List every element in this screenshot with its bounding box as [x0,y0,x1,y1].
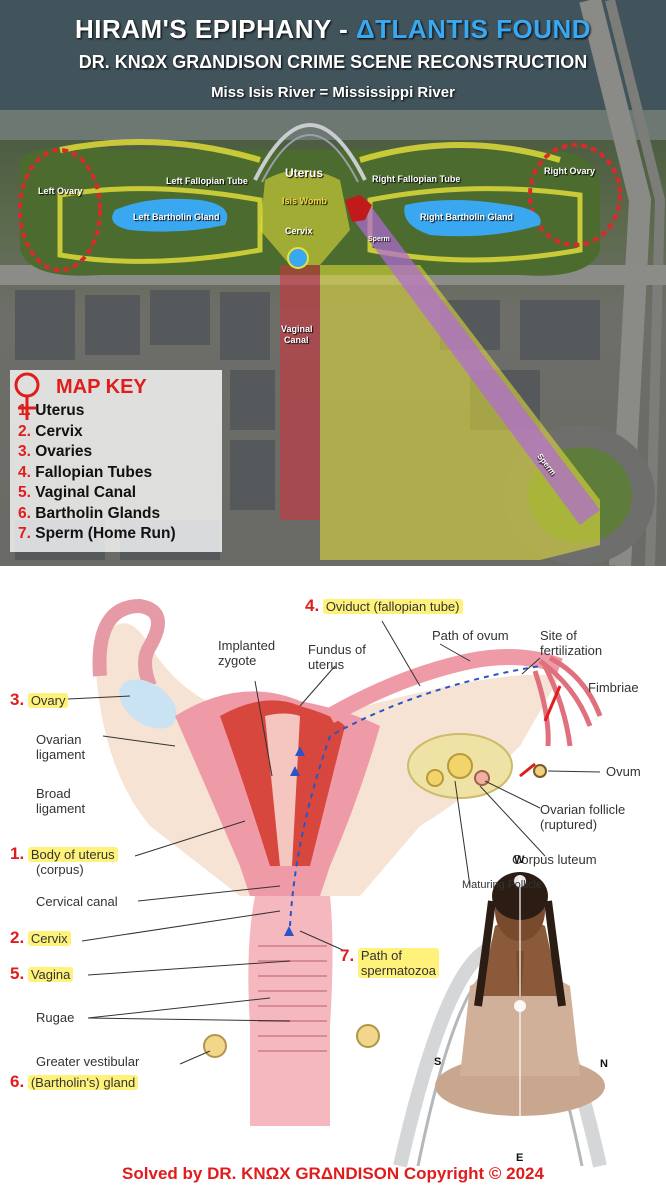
aerial-map: HIRAM'S EPIPHANY - ΔTLANTIS FOUND DR. KN… [0,0,666,566]
map-key-item: 1. Uterus [18,402,85,419]
map-key-item: 7. Sperm (Home Run) [18,525,176,542]
map-key-item: 4. Fallopian Tubes [18,463,153,481]
anatomy-graphic [67,598,607,1168]
compass-south: S [434,1056,442,1068]
map-label-canal: Canal [284,335,309,345]
river-caption: Miss Isis River = Mississippi River [211,84,455,101]
map-key: MAP KEY 1. Uterus 2. Cervix 3. Ovaries 4… [10,370,222,552]
map-key-item: 6. Bartholin Glands [18,504,161,522]
footer-copyright: Solved by DR. KNΩX GRΔNDISON Copyright ©… [122,1164,544,1183]
map-label-cervix: Cervix [285,226,313,236]
map-label-vaginal: Vaginal [281,324,313,334]
label-ovarian-follicle: Ovarian follicle(ruptured) [540,802,626,832]
label-rugae: Rugae [36,1010,75,1025]
title-main: HIRAM'S EPIPHANY - [74,14,356,44]
label-fimbriae: Fimbriae [588,680,639,695]
map-label-right-bartholin: Right Bartholin Gland [420,212,513,222]
compass-west: W [514,854,525,866]
map-label-left-bartholin: Left Bartholin Gland [133,212,220,222]
label-greater-vestibular: Greater vestibular [36,1054,140,1069]
map-label-right-ovary: Right Ovary [544,166,596,176]
label-ovum: Ovum [606,764,641,779]
venus-symbol-icon [14,372,40,420]
compass-north: N [600,1058,608,1070]
map-label-isis-womb: Isis Womb [282,196,327,206]
map-key-title: MAP KEY [56,376,147,398]
title-accent: ΔTLANTIS FOUND [355,14,592,44]
label-path-ovum: Path of ovum [432,628,509,643]
label-cervix: 2. Cervix [10,929,71,946]
label-oviduct: 4. Oviduct (fallopian tube) [305,597,463,614]
map-label-sperm-small: Sperm [368,236,390,243]
page-title: HIRAM'S EPIPHANY - ΔTLANTIS FOUND [0,14,666,45]
map-label-left-ovary: Left Ovary [38,186,83,196]
label-body-uterus: 1. Body of uterus(corpus) [10,845,118,877]
label-vagina: 5. Vagina [10,965,74,982]
map-label-left-fallopian: Left Fallopian Tube [166,176,248,186]
map-label-right-fallopian: Right Fallopian Tube [372,174,461,184]
label-maturing-follicle: Maturing Follicle [462,879,543,891]
page-subtitle: DR. KNΩX GRΔNDISON CRIME SCENE RECONSTRU… [78,52,588,72]
compass-east: E [516,1152,524,1164]
map-key-item: 5. Vaginal Canal [18,484,137,501]
label-ovary: 3. Ovary [10,691,69,708]
map-key-item: 3. Ovaries [18,443,93,460]
label-corpus-luteum: Corpus luteum [512,852,597,867]
map-label-uterus: Uterus [285,166,324,180]
label-bartholin-gland: 6. (Bartholin's) gland [10,1073,139,1090]
label-cervical-canal: Cervical canal [36,894,118,909]
map-key-item: 2. Cervix [18,422,83,440]
map-graphic [0,0,666,566]
